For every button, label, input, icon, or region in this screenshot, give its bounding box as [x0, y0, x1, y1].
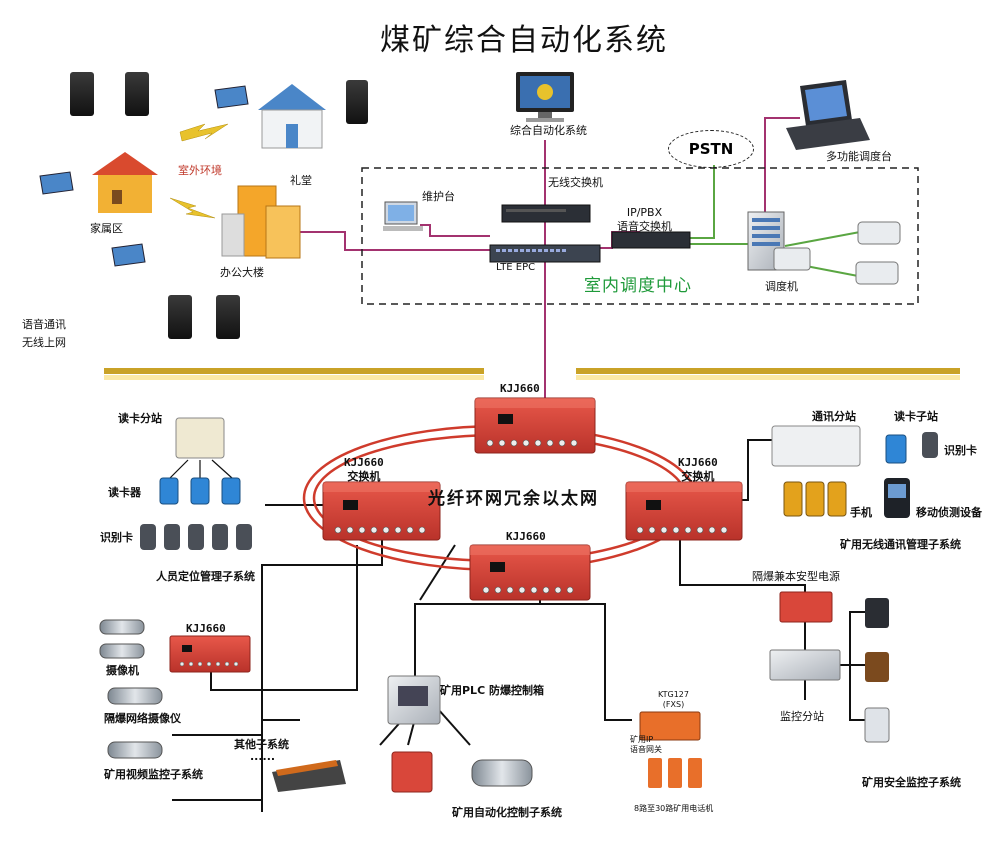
power-supply-label: 隔爆兼本安型电源	[752, 570, 840, 583]
switch-top-label: KJJ660	[500, 382, 540, 395]
switch-bottom-label: KJJ660	[506, 530, 546, 543]
desk-phone-icon	[773, 221, 901, 285]
top-computer-label: 综合自动化系统	[510, 124, 587, 137]
ktg127-label: KTG127 (FXS)	[658, 690, 689, 709]
other-sub-label: 其他子系统	[234, 738, 289, 751]
kjj660-switch-small	[169, 635, 251, 673]
phone-label: 手机	[850, 506, 872, 519]
voice-gateway-icon	[639, 711, 702, 788]
camera-icons	[99, 619, 163, 759]
phones-8-30-label: 8路至30路矿用电话机	[634, 804, 714, 813]
office-building-icon	[221, 185, 301, 259]
pstn-label: PSTN	[668, 130, 754, 168]
dispatch-console-icon	[786, 80, 870, 150]
lte-epc-icon	[489, 244, 601, 263]
kjj660-switch-left	[322, 481, 441, 541]
card-station-icon	[175, 417, 225, 459]
auditorium-icon	[258, 84, 326, 149]
wireless-bolts	[169, 123, 229, 219]
id-card-icons	[140, 524, 252, 550]
card-station-label: 读卡分站	[118, 412, 162, 425]
page-title: 煤矿综合自动化系统	[380, 23, 668, 58]
maintenance-label: 维护台	[422, 190, 455, 203]
explosion-camera-label: 隔爆网络摄像仪	[104, 712, 181, 725]
camera-label: 摄像机	[106, 664, 139, 677]
kjj660-switch-bottom	[469, 544, 591, 601]
auditorium-label: 礼堂	[290, 174, 312, 187]
laptop-icons	[39, 85, 249, 267]
switch-small-label: KJJ660	[186, 622, 226, 635]
monitor-station-icon	[769, 649, 841, 681]
dispatcher-label: 调度机	[765, 280, 798, 293]
mobile-detector-label: 移动侦测设备	[916, 506, 982, 519]
ring-label: 光纤环网冗余以太网	[428, 489, 599, 509]
comm-station-label: 通讯分站	[812, 410, 856, 423]
card-substation-icon	[885, 434, 907, 464]
outdoor-env-label: 室外环境	[178, 164, 222, 177]
monitor-station-label: 监控分站	[780, 710, 824, 723]
ip-pbx-label: IP/PBX 语音交换机	[617, 206, 672, 233]
wireless-switch-icon	[501, 204, 591, 223]
plc-box-label: 矿用PLC 防爆控制箱	[440, 684, 544, 697]
family-area-label: 家属区	[90, 222, 123, 235]
dispatch-center-frame	[361, 167, 919, 305]
card-sub-label: 读卡子站	[894, 410, 938, 423]
voice-web-label: 语音通讯 无线上网	[22, 318, 66, 349]
switch-right-label: KJJ660 交换机	[678, 456, 718, 483]
office-building-label: 办公大楼	[220, 266, 264, 279]
ip-gateway-label: 矿用IP 语音网关	[630, 735, 662, 754]
ground-line	[104, 368, 960, 380]
id-card-right-icon	[922, 432, 938, 458]
power-supply-icon	[779, 591, 833, 623]
video-monitor-label: 矿用视频监控子系统	[104, 768, 203, 781]
computer-icon	[516, 72, 574, 122]
pump-red-icon	[391, 751, 433, 793]
positioning-label: 人员定位管理子系统	[156, 570, 255, 583]
switch-left-label: KJJ660 交换机	[344, 456, 384, 483]
house-icon	[92, 152, 158, 213]
kjj660-switch-right	[625, 481, 743, 541]
comm-station-icon	[771, 425, 861, 467]
kjj660-switch-top	[474, 397, 596, 454]
wireless-switch-label: 无线交换机	[548, 176, 603, 189]
ip-pbx-icon	[611, 231, 691, 249]
maintenance-pc-icon	[383, 201, 423, 231]
auto-control-label: 矿用自动化控制子系统	[452, 806, 562, 819]
other-sub-ellipsis: ......	[250, 750, 276, 763]
lte-epc-label: LTE EPC	[496, 262, 536, 273]
server-rack-icon	[747, 211, 785, 271]
motor-pump-icon	[471, 759, 533, 787]
card-reader-icons	[159, 477, 241, 505]
id-card-right-label: 识别卡	[944, 444, 977, 457]
mine-phone-icons	[783, 481, 847, 517]
conveyor-icon	[272, 760, 346, 792]
sensor-icons	[864, 598, 890, 743]
wireless-mgmt-label: 矿用无线通讯管理子系统	[840, 538, 961, 551]
safety-monitor-label: 矿用安全监控子系统	[862, 776, 961, 789]
card-reader-label: 读卡器	[108, 486, 141, 499]
dispatch-console-label: 多功能调度台	[826, 150, 892, 163]
mobile-detector-icon	[884, 478, 910, 518]
mobile-phone-icons	[70, 72, 368, 339]
dispatch-center-label: 室内调度中心	[584, 276, 692, 296]
plc-box-icon	[387, 675, 441, 725]
id-card-label: 识别卡	[100, 531, 133, 544]
